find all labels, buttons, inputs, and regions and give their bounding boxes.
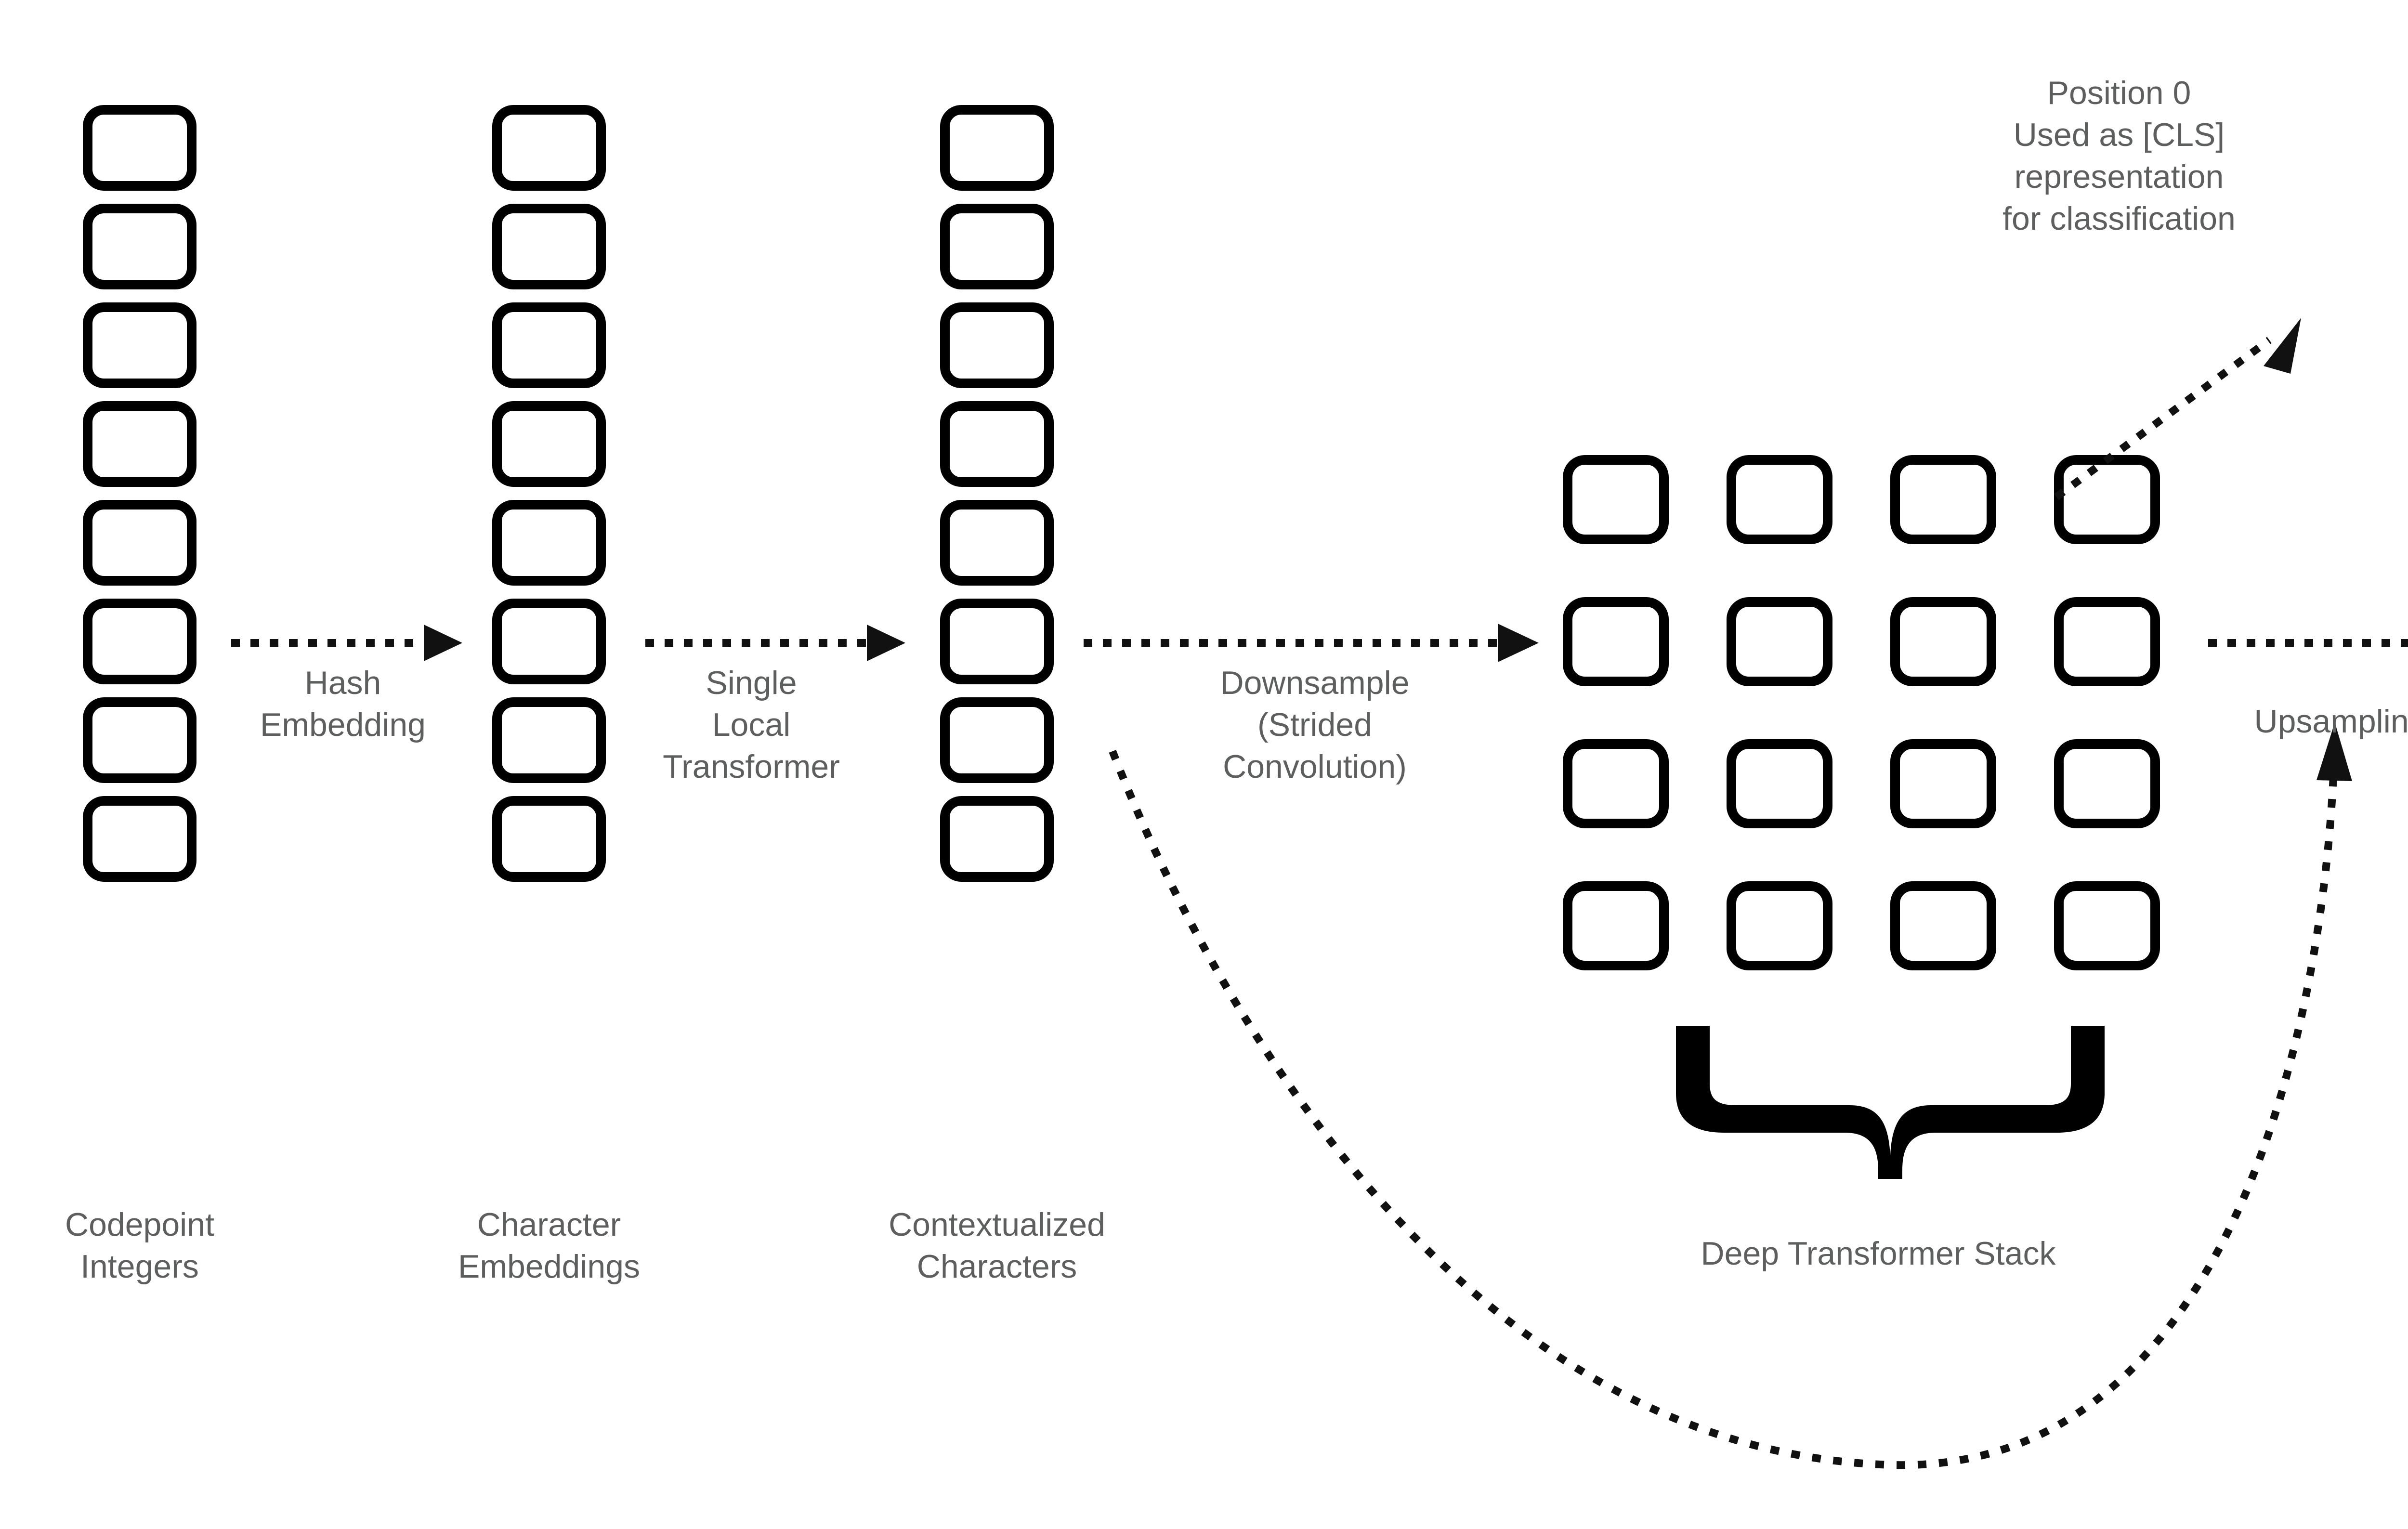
cell-box [2054,881,2160,970]
arrow-single-local-transformer [645,625,905,661]
arrow-downsample [1084,624,1539,662]
residual-skip-connection [1109,722,2352,1469]
cell-box [940,599,1054,684]
arrow-head [1498,624,1539,662]
cell-box [492,302,606,388]
cell-box [940,500,1054,586]
deep-transformer-brace [1676,1026,2105,1179]
arrow-hash-embedding [231,625,462,661]
cell-box [83,599,196,684]
cell-box [492,599,606,684]
cell-box [1563,881,1669,970]
cell-box [940,796,1054,882]
label-downsample-strided-convolution: Downsample (Strided Convolution) [1220,665,1410,785]
cell-box [1727,455,1832,544]
cell-box [83,302,196,388]
cell-box [492,500,606,586]
cell-box [1563,597,1669,686]
label-character-embeddings: Character Embeddings [458,1206,641,1285]
cell-box [2054,455,2160,544]
label-concatenated-representations: Concatenated Representations [2386,1216,2408,1300]
column-character-embeddings [492,105,606,882]
arrow-head [2316,722,2352,781]
arrow-head [867,625,905,661]
cell-box [940,401,1054,487]
label-single-local-transformer: Single Local Transformer [663,665,840,785]
arrow-head [424,625,462,661]
cell-box [83,105,196,191]
cell-box [83,796,196,882]
cell-box [2054,597,2160,686]
cell-box [492,105,606,191]
cell-box [83,204,196,289]
cell-box [1727,597,1832,686]
arrow-cls-annotation [2054,318,2301,500]
cell-box [1890,455,1996,544]
arrow-head [2264,318,2301,374]
cell-box [1890,881,1996,970]
cell-box [492,204,606,289]
label-codepoint-integers: Codepoint Integers [65,1206,215,1285]
cell-box [492,796,606,882]
column-codepoint-integers [83,105,196,882]
cell-box [492,697,606,783]
cell-box [1563,455,1669,544]
label-hash-embedding: Hash Embedding [260,665,426,744]
cell-box [940,105,1054,191]
cell-box [1890,597,1996,686]
label-cls-annotation: Position 0 Used as [CLS] representation … [2002,75,2236,237]
cell-box [492,401,606,487]
cell-box [940,697,1054,783]
label-deep-transformer-stack: Deep Transformer Stack [1701,1235,2056,1272]
cell-box [940,204,1054,289]
cell-box [1890,739,1996,828]
cell-box [83,401,196,487]
grid-deep-transformer-stack [1563,455,2160,970]
arrow-upsampling [2208,639,2408,647]
cell-box [1727,881,1832,970]
cell-box [1563,739,1669,828]
cell-box [83,697,196,783]
cell-box [2054,739,2160,828]
label-upsampling: Upsampling [2254,703,2408,740]
cell-box [1727,739,1832,828]
cell-box [940,302,1054,388]
label-contextualized-characters: Contextualized Characters [889,1206,1105,1285]
column-contextualized-characters [940,105,1054,882]
cell-box [83,500,196,586]
